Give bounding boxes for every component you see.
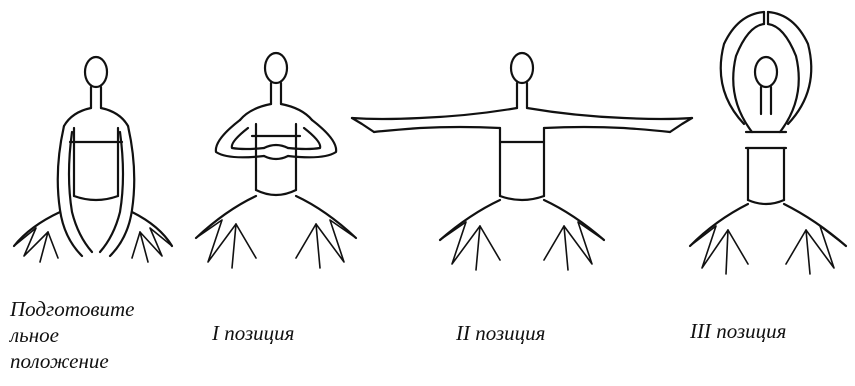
ballerina-second-position-icon (352, 53, 692, 270)
caption-preparatory-position: Подготовите льное положение (10, 296, 170, 374)
ballerina-third-position-icon (690, 12, 846, 274)
ballerina-first-position-icon (196, 53, 356, 268)
caption-second-position: II позиция (456, 320, 545, 346)
caption-first-position: I позиция (212, 320, 294, 346)
caption-third-position: III позиция (690, 318, 786, 344)
ballerina-preparatory-position-icon (14, 57, 172, 262)
ballet-arm-positions-illustration (0, 0, 855, 290)
